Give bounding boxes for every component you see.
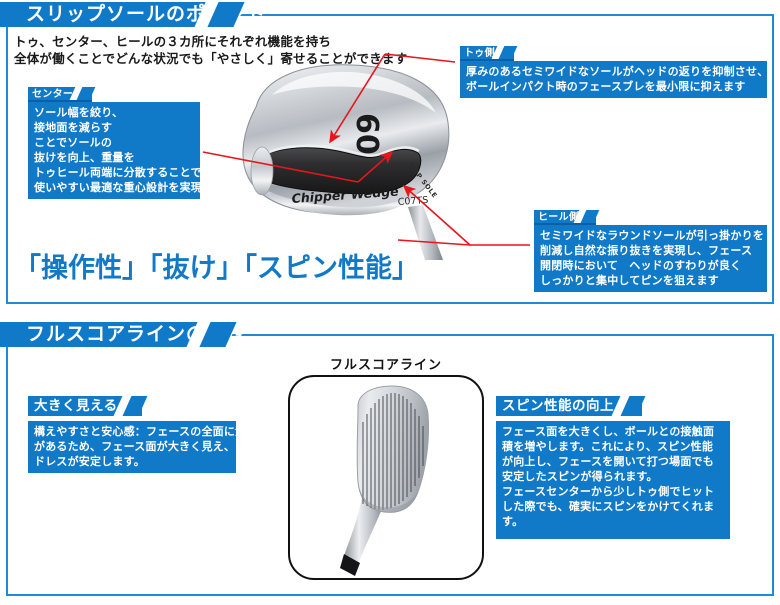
callout-bigger-line-1: 構えやすさと安心感：フェースの全面に溝 [34, 425, 247, 438]
callout-tab-toe: トゥ側 [460, 46, 518, 61]
callout-box-toe: 厚みのあるセミワイドなソールがヘッドの返りを抑制させ、 ボールインパクト時のフェ… [460, 61, 769, 98]
callout-box-spin: フェース面を大きくし、ボールとの接触面 積を増やします。これにより、スピン性能 … [496, 421, 730, 539]
intro-line-2: 全体が働くことでどんな状況でも「やさしく」寄せることができます [14, 51, 408, 66]
golf-club-face-photo [340, 385, 429, 576]
callout-spin-line-4: 安定したスピンが得られます。 [502, 470, 658, 483]
callout-heel-line-3: 開閉時において ヘッドのすわりが良く [540, 259, 742, 272]
section-header-slip-sole: スリップソールのポイント [0, 2, 265, 27]
callout-center-line-3: ことでソールの [34, 136, 113, 149]
intro-text-block: トゥ、センター、ヒールの３カ所にそれぞれ機能を持ち 全体が働くことでどんな状況で… [14, 33, 484, 67]
callout-banner-spin: スピン性能の向上 [496, 396, 646, 416]
svg-text:C07TS: C07TS [397, 195, 428, 208]
callout-banner-bigger-label: 大きく見える [34, 398, 118, 414]
callout-banner-spin-label: スピン性能の向上 [502, 398, 614, 414]
callout-tab-center: センター [28, 87, 96, 102]
callout-box-heel: セミワイドなラウンドソールが引っ掛かりを 削減し自然な振り抜きを実現し、フェース… [534, 225, 767, 292]
golf-club-sole-photo: 60 SLIP SOLE Chipper Wedge C07TS [242, 64, 450, 260]
callout-center-line-6: 使いやすい最適な重心設計を実現 [34, 181, 202, 194]
svg-text:60: 60 [349, 113, 384, 155]
callout-toe-line-1: 厚みのあるセミワイドなソールがヘッドの返りを抑制させ、 [466, 65, 769, 78]
callout-tab-heel: ヒール側 [534, 210, 600, 225]
callout-spin-line-3: が向上し、フェースを開いて打つ場面でも [502, 455, 714, 468]
svg-text:Chipper Wedge: Chipper Wedge [291, 184, 399, 206]
callout-box-center: ソール幅を絞り、 接地面を減らす ことでソールの 抜けを向上、重量を トゥヒール… [28, 102, 202, 199]
section-header-full-score-line: フルスコアラインの良さ [0, 322, 245, 347]
callout-tab-center-label: センター [32, 89, 74, 100]
callout-banner-bigger: 大きく見える [28, 396, 148, 416]
callout-bigger-line-3: ドレスが安定します。 [34, 455, 145, 468]
callout-center-line-1: ソール幅を絞り、 [34, 106, 124, 119]
callout-center-line-5: トゥヒール両端に分散することで [34, 166, 202, 179]
callout-spin-line-6: した際でも、確実にスピンをかけてくれま [502, 500, 715, 513]
callout-center-line-2: 接地面を減らす [34, 121, 113, 134]
callout-spin-line-5: フェースセンターから少しトゥ側でヒット [502, 485, 715, 498]
callout-toe-line-2: ボールインパクト時のフェースブレを最小限に抑えます [466, 80, 746, 93]
callout-box-bigger: 構えやすさと安心感：フェースの全面に溝 があるため、フェース面が大きく見え、ア … [28, 421, 247, 473]
slogan-text: 「操作性」「抜け」「スピン性能」 [14, 253, 419, 284]
score-line-caption: フルスコアライン [329, 358, 442, 373]
intro-line-1: トゥ、センター、ヒールの３カ所にそれぞれ機能を持ち [14, 34, 332, 49]
callout-bigger-line-2: があるため、フェース面が大きく見え、ア [34, 440, 247, 453]
callout-heel-line-4: しっかりと集中してピンを狙えます [540, 274, 719, 287]
callout-spin-line-2: 積を増やします。これにより、スピン性能 [502, 440, 714, 453]
callout-spin-line-7: す。 [502, 515, 524, 528]
callout-heel-line-1: セミワイドなラウンドソールが引っ掛かりを [540, 229, 764, 242]
tab-underline-decor [534, 223, 596, 225]
tab-underline-decor [460, 59, 514, 61]
callout-tab-heel-label: ヒール側 [538, 212, 580, 223]
tab-underline-decor [28, 100, 92, 102]
callout-heel-line-2: 削減し自然な振り抜きを実現し、フェース [540, 244, 753, 257]
callout-spin-line-1: フェース面を大きくし、ボールとの接触面 [502, 425, 715, 438]
callout-tab-toe-label: トゥ側 [464, 48, 495, 59]
callout-center-line-4: 抜けを向上、重量を [34, 151, 135, 164]
